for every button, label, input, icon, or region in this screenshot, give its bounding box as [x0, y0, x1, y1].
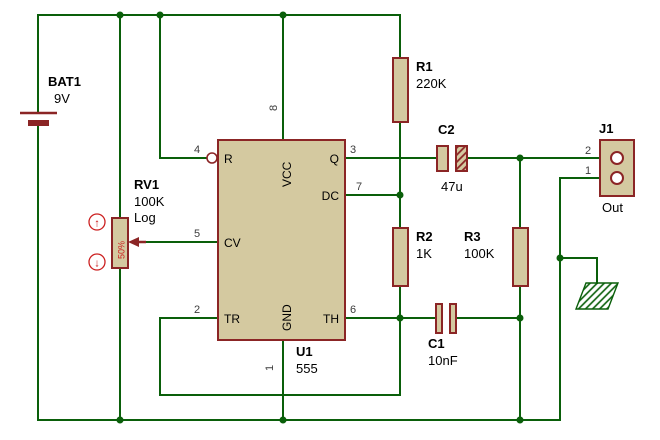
- pin-name-output: Q: [330, 152, 339, 166]
- pin-name-vcc: VCC: [280, 161, 294, 187]
- bat1-value: 9V: [54, 91, 70, 106]
- j1-label: Out: [602, 200, 623, 215]
- battery-symbol[interactable]: [20, 111, 57, 126]
- r1-ref: R1: [416, 59, 433, 74]
- j1-ref: J1: [599, 121, 613, 136]
- potentiometer-rv1[interactable]: [111, 217, 146, 269]
- pin-name-discharge: DC: [322, 189, 340, 203]
- c1-ref: C1: [428, 336, 445, 351]
- up-arrow-icon: ↑: [94, 218, 100, 230]
- rv1-position-label: 50%: [117, 241, 127, 259]
- r3-ref: R3: [464, 229, 481, 244]
- c1-value: 10nF: [428, 353, 458, 368]
- pin-name-trigger: TR: [224, 312, 240, 326]
- rv1-law: Log: [134, 210, 156, 225]
- r2-value: 1K: [416, 246, 432, 261]
- bat1-ref: BAT1: [48, 74, 81, 89]
- j1-pin-number-2: 2: [585, 145, 591, 157]
- pin-number-2: 2: [194, 304, 200, 316]
- net-discharge: [344, 121, 401, 229]
- connector-j1[interactable]: [599, 139, 635, 197]
- capacitor-c2[interactable]: [436, 145, 468, 172]
- net-vcc-rail: [37, 14, 401, 219]
- capacitor-c1[interactable]: [435, 303, 457, 334]
- pin-name-threshold: TH: [323, 312, 339, 326]
- j1-pin1-hole: [610, 171, 624, 185]
- pin-number-1: 1: [264, 365, 276, 371]
- ground-symbol[interactable]: [574, 282, 620, 310]
- net-threshold: [159, 285, 521, 396]
- ic-555-body[interactable]: [206, 139, 346, 341]
- pin-number-6: 6: [350, 304, 356, 316]
- net-gnd-rail: [37, 125, 601, 421]
- r3-value: 100K: [464, 246, 495, 261]
- resistor-r3[interactable]: [512, 227, 529, 287]
- pin-name-control: CV: [224, 236, 241, 250]
- pin-name-gnd: GND: [280, 304, 294, 331]
- r2-ref: R2: [416, 229, 433, 244]
- wiper-arrow-icon: [128, 237, 139, 247]
- rv1-increase-button[interactable]: ↑: [88, 213, 106, 231]
- c2-ref: C2: [438, 122, 455, 137]
- pin-number-3: 3: [350, 144, 356, 156]
- junction-dots: [116, 11, 564, 424]
- r1-value: 220K: [416, 76, 447, 91]
- c2-negative-plate: [455, 145, 468, 172]
- pin-number-4: 4: [194, 144, 200, 156]
- resistor-r2[interactable]: [392, 227, 409, 287]
- net-output: [344, 157, 601, 229]
- j1-pin-number-1: 1: [585, 165, 591, 177]
- resistor-r1[interactable]: [392, 57, 409, 123]
- rv1-ref: RV1: [134, 177, 159, 192]
- pin-name-reset: R: [224, 152, 233, 166]
- pin-number-5: 5: [194, 228, 200, 240]
- pin-number-8: 8: [268, 105, 280, 111]
- c2-value: 47u: [441, 179, 463, 194]
- u1-ref: U1: [296, 344, 313, 359]
- rv1-value: 100K: [134, 194, 165, 209]
- j1-pin2-hole: [610, 151, 624, 165]
- u1-value: 555: [296, 361, 318, 376]
- pin-number-7: 7: [356, 181, 362, 193]
- reset-inversion-bubble: [206, 152, 218, 164]
- down-arrow-icon: ↓: [94, 258, 100, 270]
- rv1-decrease-button[interactable]: ↓: [88, 253, 106, 271]
